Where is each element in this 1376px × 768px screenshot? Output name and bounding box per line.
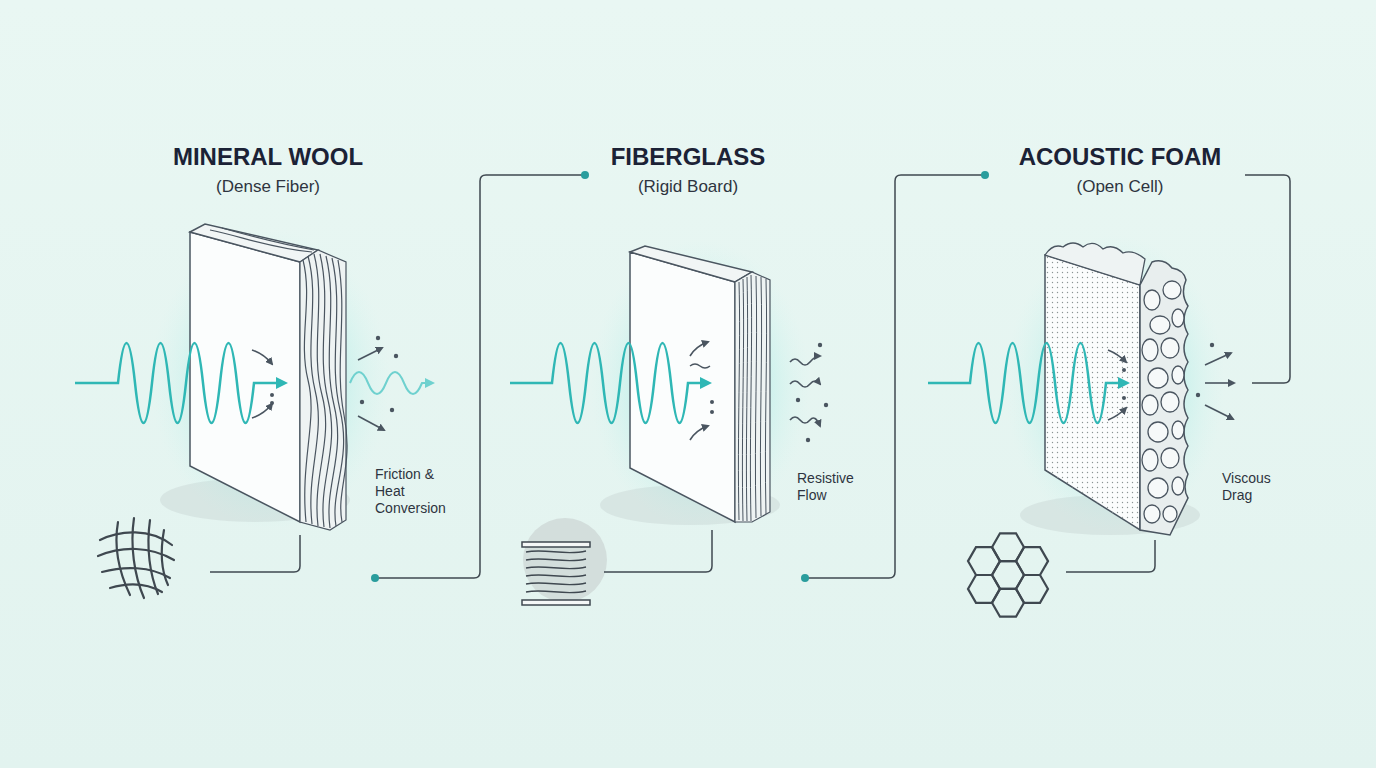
mechanism-note: Friction & Heat Conversion bbox=[375, 466, 459, 516]
material-title: FIBERGLASS bbox=[611, 143, 766, 172]
material-title: ACOUSTIC FOAM bbox=[1019, 143, 1222, 172]
material-title: MINERAL WOOL bbox=[173, 143, 363, 172]
acoustic-foam-panel bbox=[928, 235, 1234, 617]
leader-line bbox=[1245, 175, 1290, 383]
mechanism-note: Resistive Flow bbox=[797, 470, 867, 504]
material-subtitle: (Open Cell) bbox=[1077, 177, 1164, 197]
material-subtitle: (Dense Fiber) bbox=[216, 177, 320, 197]
leader-line bbox=[805, 175, 985, 578]
mineral-wool-panel bbox=[75, 224, 432, 598]
fiberglass-panel bbox=[510, 240, 828, 605]
material-subtitle: (Rigid Board) bbox=[638, 177, 738, 197]
mechanism-note: Viscous Drag bbox=[1222, 470, 1282, 504]
